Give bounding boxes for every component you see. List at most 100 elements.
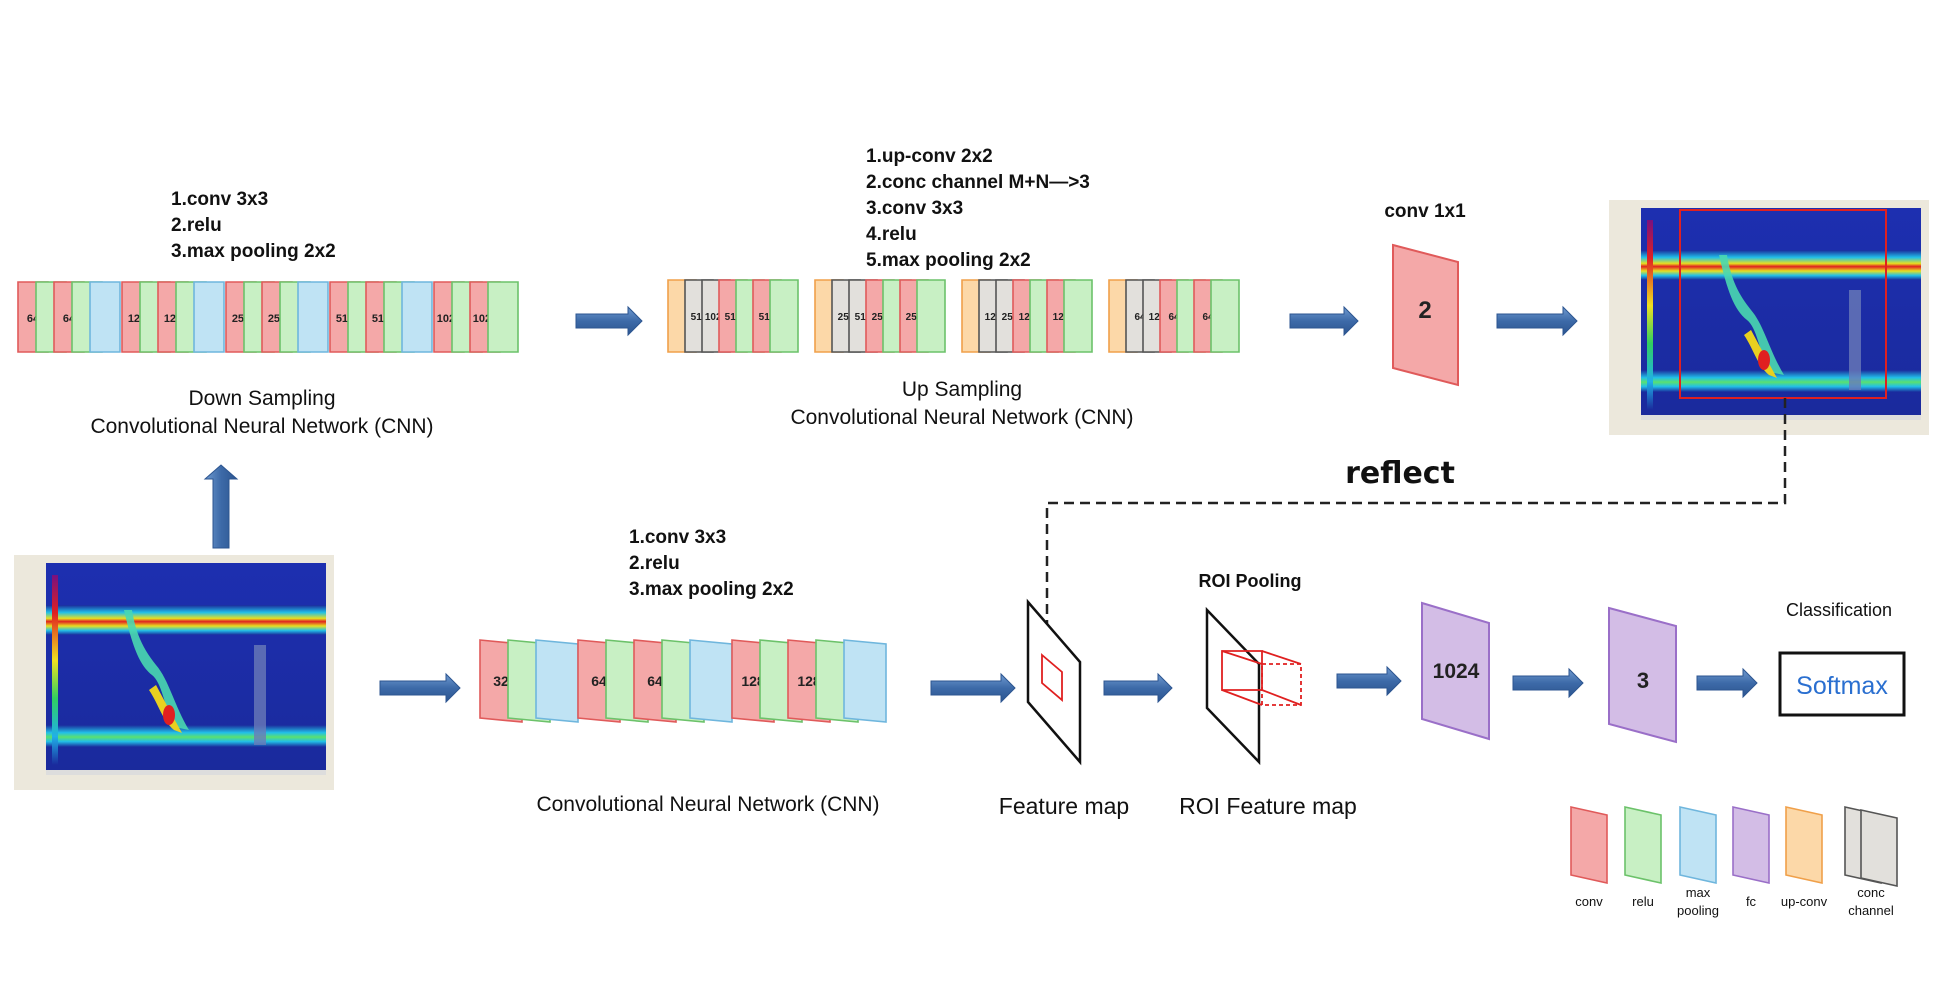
- roi-pooling-title: ROI Pooling: [1199, 571, 1302, 591]
- cnn-layer-0-2: [535, 639, 579, 723]
- down-layer-0-4: [89, 281, 121, 353]
- legend-swatch-concat-back: [1860, 809, 1898, 887]
- feature-map-plane: [1026, 598, 1082, 766]
- feature-map-block: Feature map: [999, 598, 1129, 819]
- fc-block: 1024 3: [1421, 601, 1677, 744]
- legend-label-2: max: [1686, 885, 1711, 900]
- feature-map-roi: [1041, 653, 1063, 702]
- softmax-label: Softmax: [1796, 672, 1888, 700]
- up-layer-label: 128: [985, 312, 1002, 323]
- up-layer-label: 128: [1019, 312, 1036, 323]
- arrow-roi-to-fc: [1336, 665, 1402, 697]
- flow-arrows: [203, 305, 1758, 704]
- legend-label-5: conc: [1857, 885, 1885, 900]
- cnn-layer-0-0-label: 32: [493, 673, 509, 689]
- arrow-feature-to-roi: [1103, 672, 1173, 704]
- output-spectrogram: [1609, 200, 1929, 435]
- legend-label-0: conv: [1575, 894, 1603, 909]
- conv1x1-block: conv 1x1 2: [1384, 201, 1466, 387]
- fc-label-1024: 1024: [1433, 660, 1480, 683]
- cnn-layer-1-4: [689, 639, 733, 723]
- arrow-conv1x1-to-output: [1496, 305, 1578, 337]
- roi-plane: [1205, 606, 1261, 766]
- down-title-1: Down Sampling: [188, 387, 335, 410]
- up-step-5: 5.max pooling 2x2: [866, 250, 1031, 271]
- legend-label-3: fc: [1746, 894, 1757, 909]
- up-layer-label: 1024: [705, 312, 728, 323]
- legend-label-2: pooling: [1677, 903, 1719, 918]
- softmax-box: [1778, 651, 1906, 717]
- up-layer-label: 128: [1149, 312, 1166, 323]
- legend-swatch-2: [1679, 806, 1717, 884]
- legend-label-5: channel: [1848, 903, 1894, 918]
- up-step-3: 3.conv 3x3: [866, 198, 963, 219]
- fc-layer-3: [1608, 606, 1677, 744]
- down-layer-4-3: [487, 281, 519, 353]
- cnn-step-2: 2.relu: [629, 553, 680, 574]
- legend-swatch-1: [1624, 806, 1662, 884]
- legend-swatch-4: [1785, 806, 1823, 884]
- up-layer-0-6: [769, 279, 799, 353]
- down-step-3: 3.max pooling 2x2: [171, 241, 336, 262]
- conv1x1-title: conv 1x1: [1384, 201, 1466, 222]
- up-layer-3-6: [1210, 279, 1240, 353]
- down-title-2: Convolutional Neural Network (CNN): [90, 415, 433, 438]
- down-step-2: 2.relu: [171, 215, 222, 236]
- down-step-1: 1.conv 3x3: [171, 189, 268, 210]
- conv1x1-layer: [1392, 243, 1459, 387]
- up-layer-label: 256: [1002, 312, 1019, 323]
- up-layer-label: 512: [725, 312, 742, 323]
- classification-block: Classification Softmax: [1778, 600, 1906, 717]
- up-title-2: Convolutional Neural Network (CNN): [790, 406, 1133, 429]
- cnn-block: 1.conv 3x3 2.relu 3.max pooling 2x2 32 64…: [479, 527, 887, 816]
- down-layer-3-4: [401, 281, 433, 353]
- up-layer-label: 64: [1202, 312, 1214, 323]
- cnn-layer-1-2-label: 64: [647, 673, 663, 689]
- arrow-input-to-down: [203, 464, 239, 549]
- up-layer-label: 128: [1053, 312, 1070, 323]
- down-layer-1-4: [193, 281, 225, 353]
- up-layer-label: 512: [691, 312, 708, 323]
- legend-label-4: up-conv: [1781, 894, 1828, 909]
- up-layer-label: 256: [872, 312, 889, 323]
- up-layer-1-6: [916, 279, 946, 353]
- legend-swatch-3: [1732, 806, 1770, 884]
- legend-label-1: relu: [1632, 894, 1654, 909]
- up-layer-2-6: [1063, 279, 1093, 353]
- up-layer-label: 256: [906, 312, 923, 323]
- cnn-step-3: 3.max pooling 2x2: [629, 579, 794, 600]
- roi-pooling-block: ROI Pooling ROI Feature map: [1179, 571, 1357, 819]
- input-spectrogram: [14, 555, 334, 790]
- arrow-input-to-cnn: [379, 672, 461, 704]
- cnn-layer-1-0-label: 64: [591, 673, 607, 689]
- reflect-label: reflect: [1345, 456, 1455, 491]
- arrow-up-to-conv1x1: [1289, 305, 1359, 337]
- arrow-fc2-to-softmax: [1696, 667, 1758, 699]
- fc-layer-1024: [1421, 601, 1490, 741]
- reflect-connector: reflect: [1038, 398, 1787, 657]
- cnn-title: Convolutional Neural Network (CNN): [536, 793, 879, 816]
- fc-label-3: 3: [1637, 668, 1649, 693]
- classification-label: Classification: [1786, 600, 1892, 620]
- up-title-1: Up Sampling: [902, 378, 1022, 401]
- cnn-layers: 32 64 64 128 128: [479, 639, 887, 723]
- roi-feature-map-label: ROI Feature map: [1179, 793, 1357, 819]
- legend: conv relu max pooling fc up-conv conc channel: [1570, 806, 1898, 918]
- output-roi-box: [1679, 209, 1887, 399]
- up-step-4: 4.relu: [866, 224, 917, 245]
- cnn-step-1: 1.conv 3x3: [629, 527, 726, 548]
- roi-cube: [1221, 650, 1302, 706]
- arrow-down-to-up: [575, 305, 643, 337]
- up-layer-label: 256: [838, 312, 855, 323]
- down-layer-2-4: [297, 281, 329, 353]
- feature-map-label: Feature map: [999, 793, 1129, 819]
- up-step-1: 1.up-conv 2x2: [866, 146, 993, 167]
- cnn-layer-2-4: [843, 639, 887, 723]
- cnn-layer-2-2-label: 128: [797, 673, 821, 689]
- arrow-fc1-to-fc2: [1512, 667, 1584, 699]
- cnn-layer-2-0-label: 128: [741, 673, 765, 689]
